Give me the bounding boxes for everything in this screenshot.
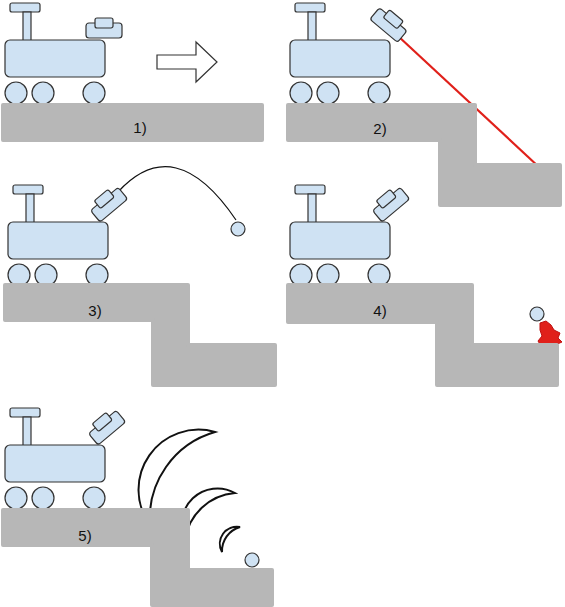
ground-band: 2) xyxy=(288,105,560,205)
ground-shape xyxy=(288,285,557,385)
hollow-arrow xyxy=(157,42,217,82)
projectile xyxy=(530,307,544,321)
ground-shape xyxy=(3,510,272,605)
ground-shape xyxy=(288,105,560,205)
laser-camera xyxy=(85,407,125,445)
trajectory xyxy=(118,167,236,220)
rover xyxy=(8,185,108,286)
ground-band: 3) xyxy=(5,285,275,385)
laser-camera xyxy=(370,4,410,42)
step-number: 3) xyxy=(88,302,101,319)
ground-band: 1) xyxy=(3,105,262,140)
ground-band: 5) xyxy=(3,510,272,605)
step-number: 2) xyxy=(373,120,386,137)
ground-band: 4) xyxy=(288,285,557,385)
laser-camera xyxy=(86,18,122,38)
ground-shape xyxy=(3,105,262,140)
impact-splat xyxy=(538,321,562,346)
laser-camera xyxy=(369,184,409,222)
projectile xyxy=(245,553,259,567)
sound-wave xyxy=(220,527,240,552)
rover xyxy=(5,3,105,104)
laser-camera xyxy=(87,184,127,222)
step-number: 1) xyxy=(133,119,146,136)
rover xyxy=(290,185,390,286)
step-number: 5) xyxy=(78,527,91,544)
projectile xyxy=(231,222,245,236)
step-number: 4) xyxy=(373,302,386,319)
ground-shape xyxy=(5,285,275,385)
rover xyxy=(5,408,105,509)
